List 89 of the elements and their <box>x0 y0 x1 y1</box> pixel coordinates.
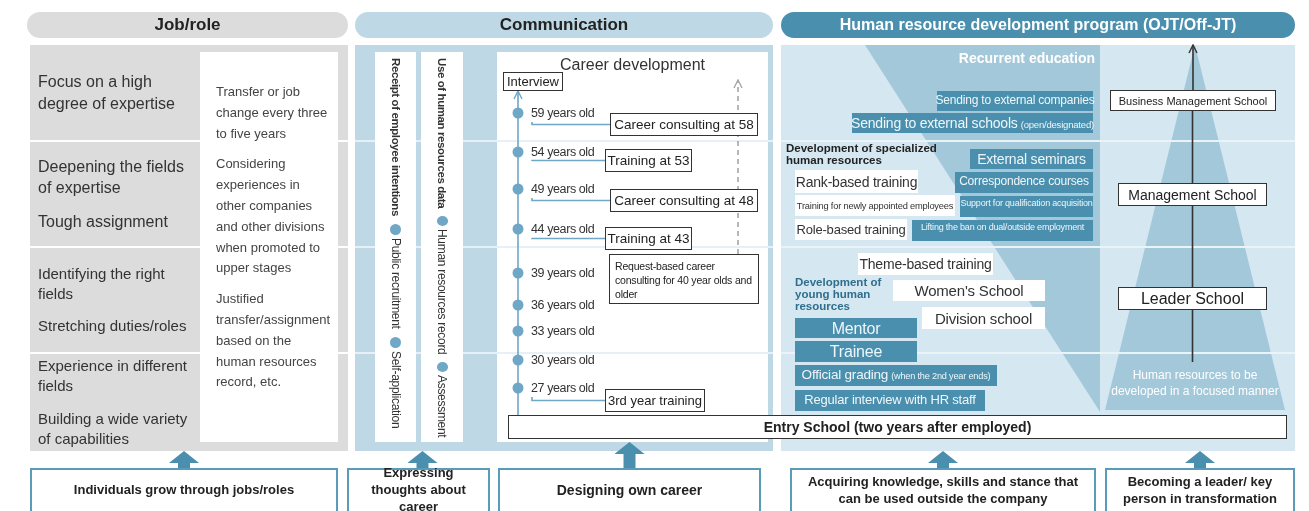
section-label: Development of specialized human resources <box>786 142 938 167</box>
stage-text: Tough assignment <box>38 211 169 232</box>
caption-text: Human resources to be developed in a focused manner <box>1110 368 1280 400</box>
text-panel <box>200 52 338 442</box>
program-box: Women's School <box>893 280 1045 301</box>
program-box: Division school <box>922 307 1045 329</box>
vertical-panel <box>421 52 463 442</box>
program-box <box>852 113 1093 133</box>
section-header: Communication <box>355 12 773 38</box>
age-label: 54 years old <box>530 143 602 161</box>
program-box: Rank-based training <box>795 170 918 193</box>
stage-text: Building a wide variety of capabilities <box>38 408 189 449</box>
vertical-heading: Use of human resources data <box>436 58 448 209</box>
description-text: Considering experiences in other companies and other divisions when promoted to upper stages <box>216 155 326 278</box>
pyramid-shape <box>1105 45 1285 410</box>
program-box: Theme-based training <box>858 253 993 275</box>
connector-line <box>531 121 611 126</box>
event-box: Career consulting at 48 <box>610 189 758 212</box>
dashed-arrow <box>733 79 743 255</box>
program-text: (open/designated) <box>1020 119 1094 130</box>
vertical-text: Self-application <box>388 350 403 428</box>
program-box: Lifting the ban on dual/outside employment <box>912 220 1093 241</box>
connector-line <box>531 396 606 402</box>
vertical-text: Assessment <box>435 374 449 437</box>
program-box: Correspondence courses <box>955 172 1093 193</box>
connector-line <box>1191 110 1194 184</box>
event-box: 3rd year training <box>605 389 705 412</box>
description-text: Transfer or job change every three to five years <box>216 83 329 143</box>
program-box: Sending to external companies <box>937 91 1093 111</box>
program-box: Trainee <box>795 341 917 362</box>
block-arrow <box>1185 451 1215 468</box>
section-header: Job/role <box>27 12 348 38</box>
program-box: Support for qualification acquisition <box>960 196 1093 217</box>
program-box: External seminars <box>970 149 1093 169</box>
event-box: Interview <box>503 72 563 91</box>
stage-text: Deepening the fields of expertise <box>38 156 185 199</box>
vertical-heading: Receipt of employee intentions <box>389 58 402 216</box>
connector-line <box>531 237 606 240</box>
event-box: Career consulting at 58 <box>610 113 758 136</box>
program-box: Regular interview with HR staff <box>795 390 985 411</box>
age-label: 49 years old <box>530 180 602 198</box>
block-arrow <box>407 451 438 468</box>
age-label: 27 years old <box>530 379 602 397</box>
description-text: Justified transfer/assignment based on the human resources record, etc. <box>216 290 330 392</box>
program-box: Mentor <box>795 318 917 338</box>
goal-box: Acquiring knowledge, skills and stance that can be used outside the company <box>790 468 1096 511</box>
age-label: 59 years old <box>530 104 602 122</box>
goal-box: Individuals grow through jobs/roles <box>30 468 338 511</box>
arrow-line <box>1188 44 1198 91</box>
vertical-panel <box>375 52 416 442</box>
age-label: 36 years old <box>530 296 602 314</box>
arrow-line <box>513 90 523 416</box>
note-box: Request-based career consulting for 40 year olds and older <box>609 254 759 304</box>
panel-title: Career development <box>559 56 706 74</box>
stage-text: Stretching duties/roles <box>38 316 188 337</box>
program-box <box>795 365 997 386</box>
age-label: 30 years old <box>530 351 602 369</box>
event-box: Management School <box>1118 183 1267 206</box>
section-panel <box>30 45 348 451</box>
age-label: 39 years old <box>530 264 602 282</box>
goal-box: Becoming a leader/ key person in transformation <box>1105 468 1295 511</box>
event-box: Leader School <box>1118 287 1267 310</box>
program-bar: Entry School (two years after employed) <box>508 415 1287 439</box>
age-label: 44 years old <box>530 220 602 238</box>
age-label: 33 years old <box>530 322 602 340</box>
stage-text: Experience in different fields <box>38 356 188 397</box>
block-arrow <box>169 451 199 468</box>
block-arrow <box>614 442 645 468</box>
block-arrow <box>928 451 958 468</box>
vertical-text: Human resources record <box>435 228 449 355</box>
event-box: Training at 53 <box>605 149 692 172</box>
program-box: Training for newly appointed employees <box>795 195 955 216</box>
section-label: Recurrent education <box>957 51 1095 66</box>
section-label: Development of young human resources <box>795 276 883 313</box>
connector-line <box>1191 205 1194 288</box>
program-box: Role-based training <box>795 219 907 240</box>
connector-line <box>1191 309 1194 363</box>
stage-text: Identifying the right fields <box>38 263 166 304</box>
section-header: Human resource development program (OJT/Off-JT) <box>781 12 1295 38</box>
connector-line <box>531 159 606 162</box>
event-box: Business Management School <box>1110 90 1276 111</box>
vertical-text: Public recruitment <box>388 238 403 329</box>
program-text: Sending to external schools <box>851 115 1018 131</box>
goal-box: Designing own career <box>498 468 761 511</box>
event-box: Training at 43 <box>605 227 692 250</box>
connector-line <box>531 197 611 202</box>
program-text: (when the 2nd year ends) <box>891 371 991 381</box>
goal-box: Expressing thoughts about career <box>347 468 490 511</box>
program-text: Official grading <box>801 367 889 382</box>
